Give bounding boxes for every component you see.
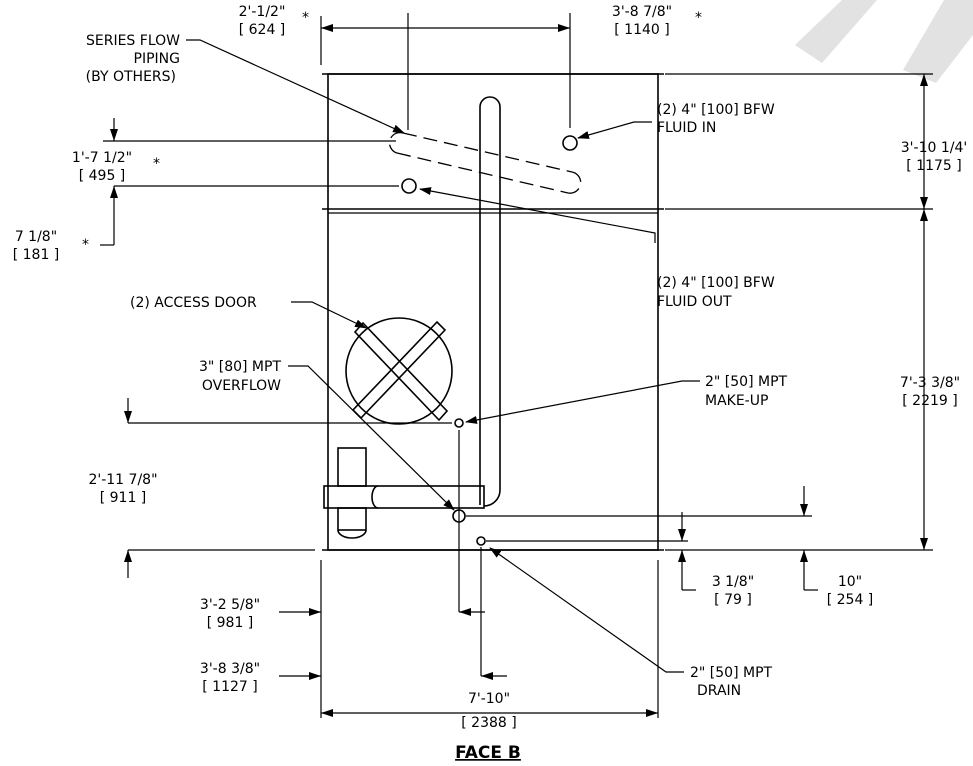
dim-right-upper: 3'-10 1/4' [ 1175 ] [901,140,967,174]
dim-top-right: 3'-8 7/8" [ 1140 ] * [612,4,702,38]
dim-right-upper-imperial: 3'-10 1/4' [901,140,967,156]
makeup-line1: 2" [50] MPT [705,374,788,390]
dim-bottom-left1-metric: [ 981 ] [207,615,254,631]
dim-top-left-imperial: 2'-1/2" [239,4,286,20]
dim-bottom-a-imperial: 3 1/8" [712,574,754,590]
dim-bottom-left2: 3'-8 3/8" [ 1127 ] [200,661,260,695]
dim-right-upper-metric: [ 1175 ] [906,158,961,174]
dim-left-lower-mark: * [82,237,89,253]
dim-left-mid-metric: [ 911 ] [100,490,147,506]
dim-top-right-metric: [ 1140 ] [614,22,669,38]
callout-overflow: 3" [80] MPT OVERFLOW [199,359,282,394]
dim-top-right-imperial: 3'-8 7/8" [612,4,672,20]
dim-bottom-b-metric: [ 254 ] [827,592,874,608]
series-flow-line1: SERIES FLOW [86,33,180,49]
dim-overall-width: 7'-10" [ 2388 ] [461,691,516,731]
dim-top-left-mark: * [302,10,309,26]
callout-makeup: 2" [50] MPT MAKE-UP [705,374,788,409]
dim-left-upper-metric: [ 495 ] [79,168,126,184]
drain-line2: DRAIN [697,683,741,699]
dim-bottom-a-metric: [ 79 ] [714,592,752,608]
overflow-line2: OVERFLOW [202,378,281,394]
dim-top-left: 2'-1/2" [ 624 ] * [239,4,309,38]
dim-right-lower-imperial: 7'-3 3/8" [900,375,960,391]
unit-body [322,73,664,551]
dim-left-lower-metric: [ 181 ] [13,247,60,263]
fluid-in-connection [562,135,578,151]
series-flow-pipe [388,131,582,194]
drawing-title: FACE B [455,743,521,763]
dim-overall-width-metric: [ 2388 ] [461,715,516,731]
dim-bottom-left2-imperial: 3'-8 3/8" [200,661,260,677]
dim-bottom-b: 10" [ 254 ] [827,574,874,608]
makeup-line2: MAKE-UP [705,393,768,409]
dim-left-lower-imperial: 7 1/8" [15,229,57,245]
pump-assembly [323,447,485,539]
callout-drain: 2" [50] MPT DRAIN [690,665,773,699]
vertical-pipe [479,96,501,507]
watermark-stripes [795,0,973,83]
dim-top-left-metric: [ 624 ] [239,22,286,38]
dim-right-lower-metric: [ 2219 ] [902,393,957,409]
dim-left-upper-imperial: 1'-7 1/2" [72,150,132,166]
fluid-out-line1: (2) 4" [100] BFW [657,275,775,291]
leader-lines [186,39,700,673]
dim-left-upper-mark: * [153,156,160,172]
dim-bottom-a: 3 1/8" [ 79 ] [712,574,754,608]
overflow-line1: 3" [80] MPT [199,359,282,375]
series-flow-line2: PIPING [134,51,180,67]
callout-access-door: (2) ACCESS DOOR [130,295,257,311]
callout-fluid-out: (2) 4" [100] BFW FLUID OUT [657,275,775,310]
dim-left-upper: 1'-7 1/2" [ 495 ] * [72,150,160,184]
series-flow-line3: (BY OTHERS) [86,69,176,85]
extension-lines [103,13,933,718]
dim-top-right-mark: * [695,10,702,26]
callout-fluid-in: (2) 4" [100] BFW FLUID IN [657,102,775,136]
dim-left-mid: 2'-11 7/8" [ 911 ] [88,472,157,506]
fluid-in-line2: FLUID IN [657,120,716,136]
dim-bottom-left2-metric: [ 1127 ] [202,679,257,695]
drain-connection [476,536,486,546]
dim-bottom-b-imperial: 10" [838,574,862,590]
dim-bottom-left1: 3'-2 5/8" [ 981 ] [200,597,260,631]
access-door [345,317,453,425]
makeup-connection [454,418,464,428]
dim-overall-width-imperial: 7'-10" [468,691,510,707]
dim-right-lower: 7'-3 3/8" [ 2219 ] [900,375,960,409]
drain-line1: 2" [50] MPT [690,665,773,681]
dimension-lines [100,24,928,717]
fluid-in-line1: (2) 4" [100] BFW [657,102,775,118]
dim-bottom-left1-imperial: 3'-2 5/8" [200,597,260,613]
callout-series-flow: SERIES FLOW PIPING (BY OTHERS) [86,33,180,85]
fluid-out-line2: FLUID OUT [657,294,732,310]
dim-left-mid-imperial: 2'-11 7/8" [88,472,157,488]
fluid-out-connection [401,178,417,194]
dim-left-lower: 7 1/8" [ 181 ] * [13,229,89,263]
